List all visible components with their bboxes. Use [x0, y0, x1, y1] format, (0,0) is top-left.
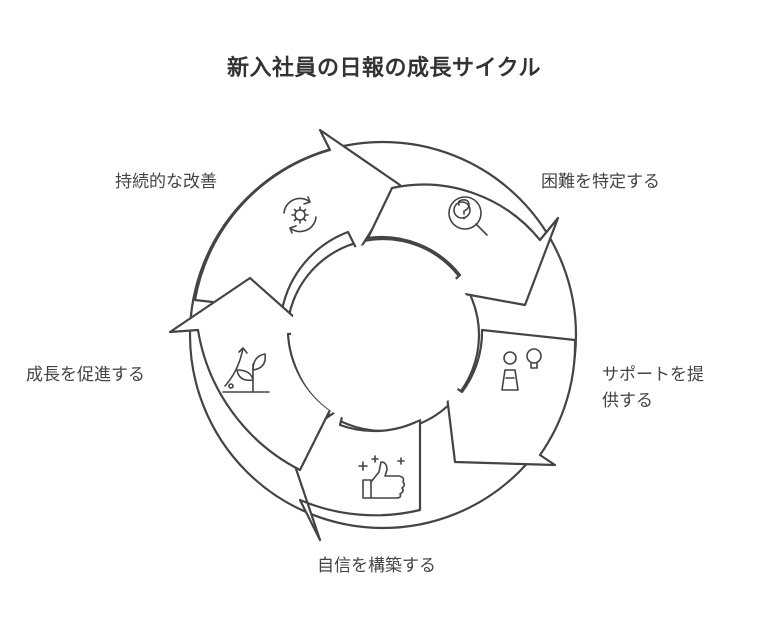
- cycle-arrow-right-top: [366, 183, 560, 307]
- step-label-identify-difficulty: 困難を特定する: [541, 172, 660, 192]
- step-label-build-confidence: 自信を構築する: [317, 556, 436, 576]
- step-label-continuous-improvement: 持続的な改善: [115, 172, 217, 192]
- center-hole: [291, 243, 475, 427]
- gear-cycle-icon: [283, 196, 317, 234]
- head-question-magnifier-icon: [448, 196, 488, 236]
- sprout-growth-arrow-icon: [222, 347, 270, 393]
- step-label-promote-growth: 成長を促進する: [26, 365, 145, 385]
- cycle-arrow-right-bottom: [443, 328, 577, 467]
- thumbs-up-sparkle-icon: [358, 455, 406, 499]
- step-label-provide-support: サポートを提供する: [602, 365, 704, 411]
- diagram-title: 新入社員の日報の成長サイクル: [227, 56, 541, 81]
- mentor-lightbulb-icon: [501, 348, 542, 391]
